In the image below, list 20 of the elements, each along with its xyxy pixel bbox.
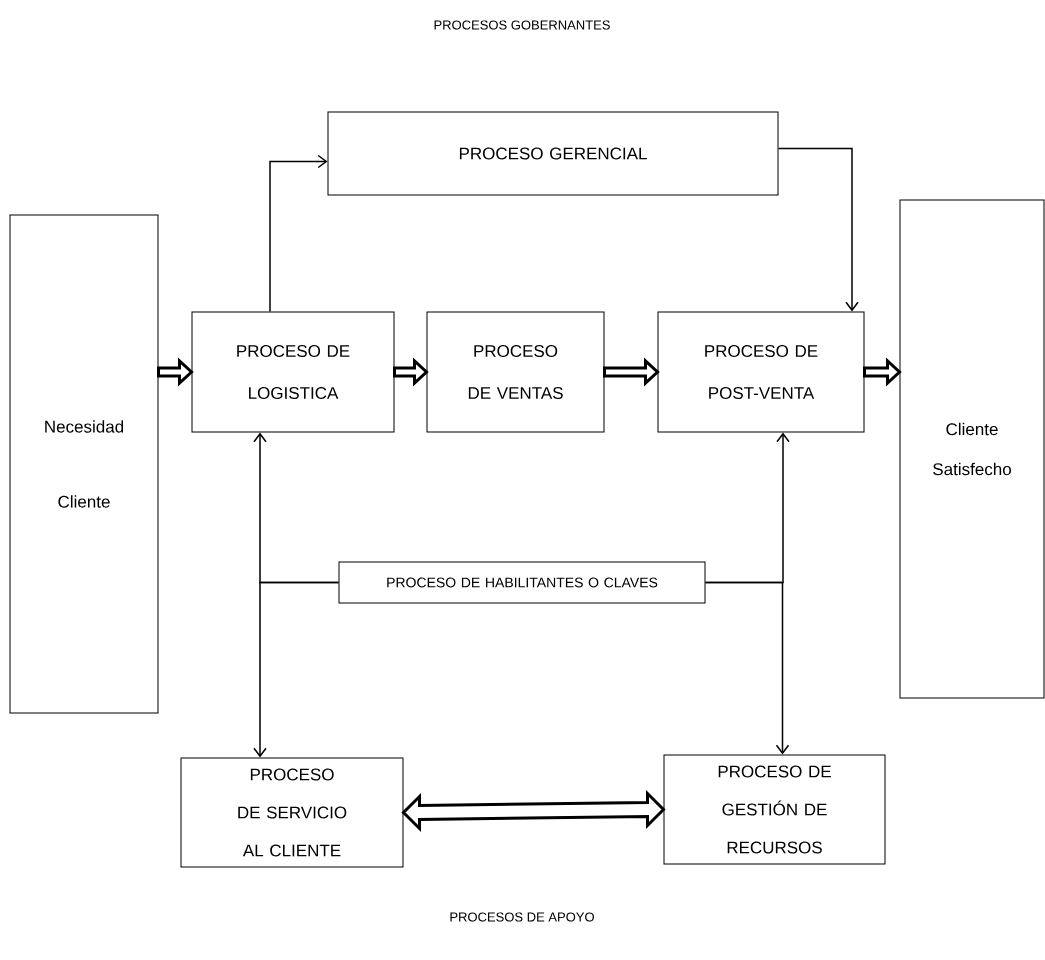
arrow — [704, 581, 790, 755]
section-title: PROCESOS DE APOYO — [450, 912, 594, 922]
process-box: PROCESO GERENCIAL — [327, 111, 779, 196]
arrow — [253, 581, 340, 758]
process-box: Cliente Satisfecho — [899, 199, 1045, 699]
process-box: PROCESO DE SERVICIO AL CLIENTE — [180, 757, 404, 868]
arrow — [269, 154, 328, 313]
process-box: Necesidad Cliente — [9, 214, 159, 714]
process-box: PROCESO DE VENTAS — [426, 311, 605, 433]
arrow — [157, 357, 194, 387]
section-title: PROCESOS GOBERNANTES — [434, 20, 610, 30]
arrow — [401, 789, 666, 833]
process-box: PROCESO DE LOGISTICA — [191, 311, 395, 433]
arrow — [863, 357, 902, 387]
arrow — [393, 357, 429, 387]
process-box: PROCESO DE GESTIÓN DE RECURSOS — [663, 754, 886, 865]
arrow — [603, 357, 660, 387]
arrow — [777, 147, 859, 312]
process-box: PROCESO DE POST-VENTA — [657, 311, 865, 433]
process-box: PROCESO DE HABILITANTES O CLAVES — [338, 561, 706, 604]
